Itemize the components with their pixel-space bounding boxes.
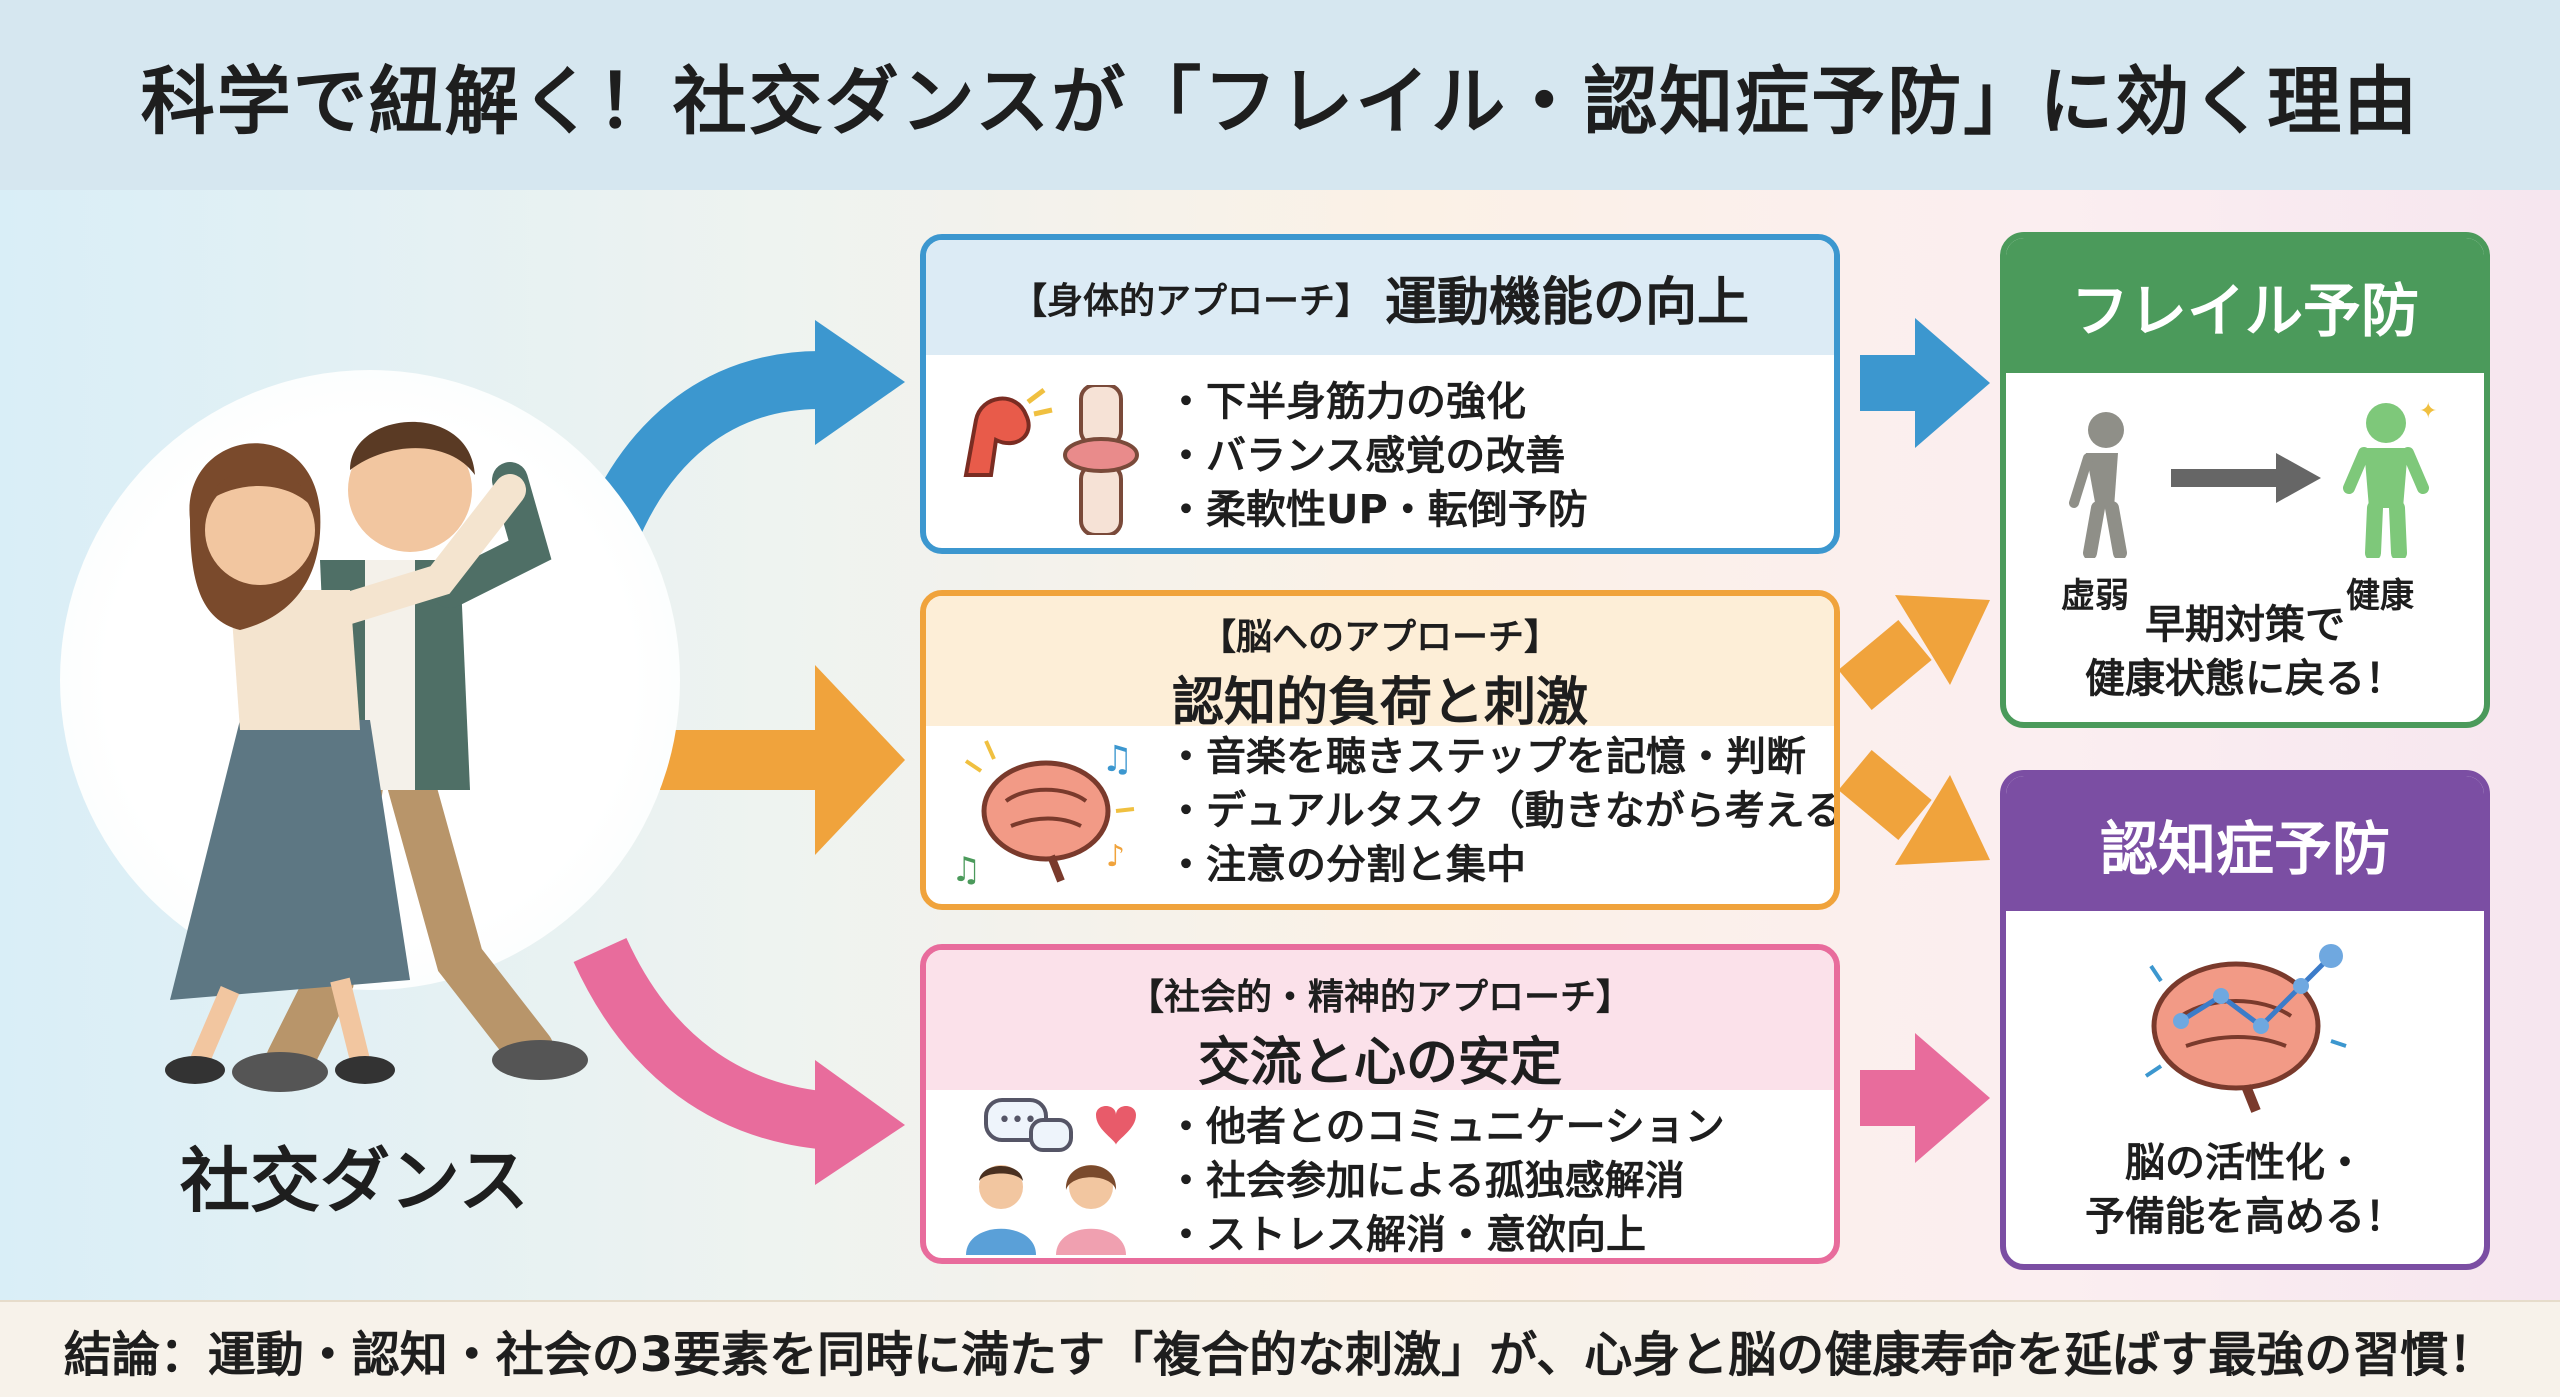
social-approach-content: ••• 他者とのコミュニケーション 社会参加による孤独感解消 ストレス解消・意欲…	[926, 1090, 1834, 1258]
svg-text:✦: ✦	[2419, 399, 2437, 424]
body-approach-sub: 【身体的アプローチ】	[1010, 280, 1371, 322]
social-approach-box: 【社会的・精神的アプローチ】 交流と心の安定 ••• 他者とのコミュニケーション…	[920, 944, 1840, 1264]
frailty-title: フレイル予防	[2070, 276, 2419, 345]
social-approach-list: 他者とのコミュニケーション 社会参加による孤独感解消 ストレス解消・意欲向上	[1166, 1100, 1725, 1258]
frailty-header: フレイル予防	[2006, 238, 2484, 373]
list-item: バランス感覚の改善	[1166, 429, 1588, 483]
body-approach-list: 下半身筋力の強化 バランス感覚の改善 柔軟性UP・転倒予防	[1166, 375, 1588, 537]
brain-approach-content: ♫ ♫ ♪ 音楽を聴きステップを記憶・判断 デュアルタスク（動きながら考える） …	[926, 726, 1834, 904]
list-item: デュアルタスク（動きながら考える）	[1166, 784, 1834, 838]
dementia-text-1: 脳の活性化・	[2125, 1140, 2365, 1186]
body-approach-content: 下半身筋力の強化 バランス感覚の改善 柔軟性UP・転倒予防	[926, 355, 1834, 548]
brain-approach-box: 【脳へのアプローチ】 認知的負荷と刺激 ♫ ♫ ♪ 音楽を聴きステップを記憶・判…	[920, 590, 1840, 910]
healthy-person-icon: ✦	[2343, 399, 2437, 558]
conclusion-band: 結論：運動・認知・社会の3要素を同時に満たす「複合的な刺激」が、心身と脳の健康寿…	[0, 1300, 2560, 1397]
list-item: 社会参加による孤独感解消	[1166, 1154, 1725, 1208]
brain-approach-title: 認知的負荷と刺激	[1171, 673, 1588, 733]
brain-approach-header: 【脳へのアプローチ】 認知的負荷と刺激	[926, 596, 1834, 733]
conclusion-text: 結論：運動・認知・社会の3要素を同時に満たす「複合的な刺激」が、心身と脳の健康寿…	[63, 1326, 2497, 1383]
dementia-title: 認知症予防	[2099, 814, 2390, 883]
frailty-text-1: 早期対策で	[2145, 602, 2345, 648]
body-approach-header: 【身体的アプローチ】 運動機能の向上	[926, 240, 1834, 355]
list-item: ストレス解消・意欲向上	[1166, 1208, 1725, 1258]
svg-text:♫: ♫	[951, 850, 981, 890]
page-title: 科学で紐解く！社交ダンスが「フレイル・認知症予防」に効く理由	[140, 58, 2420, 145]
body-approach-title: 運動機能の向上	[1385, 273, 1750, 333]
social-approach-sub: 【社会的・精神的アプローチ】	[1127, 977, 1632, 1018]
dementia-text-2: 予備能を高める！	[2085, 1194, 2405, 1240]
brain-approach-list: 音楽を聴きステップを記憶・判断 デュアルタスク（動きながら考える） 注意の分割と…	[1166, 730, 1834, 892]
svg-text:♫: ♫	[1101, 739, 1133, 780]
knee-joint-icon	[1063, 385, 1139, 535]
svg-text:♪: ♪	[1106, 839, 1125, 874]
dancing-couple-illustration	[165, 421, 588, 1092]
dementia-header: 認知症予防	[2006, 776, 2484, 911]
frailty-text-2: 健康状態に戻る！	[2085, 656, 2405, 702]
chat-people-icon: •••	[966, 1098, 1136, 1255]
frailty-from-label: 虚弱	[2061, 576, 2129, 616]
title-band: 科学で紐解く！社交ダンスが「フレイル・認知症予防」に効く理由	[0, 0, 2560, 190]
weak-person-icon	[2069, 412, 2127, 558]
social-approach-title: 交流と心の安定	[1197, 1033, 1562, 1093]
list-item: 柔軟性UP・転倒予防	[1166, 483, 1588, 537]
frailty-to-label: 健康	[2346, 576, 2414, 616]
muscle-arm-icon	[963, 388, 1053, 477]
brain-approach-sub: 【脳へのアプローチ】	[1199, 617, 1560, 658]
social-approach-header: 【社会的・精神的アプローチ】 交流と心の安定	[926, 950, 1834, 1093]
brain-music-icon: ♫ ♫ ♪	[951, 739, 1135, 890]
frailty-outcome-box: フレイル予防 ✦ 虚弱 健康 早期対策で 健康状態に戻る！	[2000, 232, 2490, 728]
improve-arrow-icon	[2171, 453, 2321, 503]
list-item: 音楽を聴きステップを記憶・判断	[1166, 730, 1834, 784]
list-item: 下半身筋力の強化	[1166, 375, 1588, 429]
dementia-outcome-box: 認知症予防 脳の活性化・ 予備能を高める！	[2000, 770, 2490, 1270]
dance-label: 社交ダンス	[180, 1140, 529, 1222]
brain-network-icon	[2144, 944, 2347, 1113]
body-approach-box: 【身体的アプローチ】 運動機能の向上 下半身筋力の強化 バランス感覚の改善 柔軟…	[920, 234, 1840, 554]
list-item: 注意の分割と集中	[1166, 838, 1834, 892]
list-item: 他者とのコミュニケーション	[1166, 1100, 1725, 1154]
